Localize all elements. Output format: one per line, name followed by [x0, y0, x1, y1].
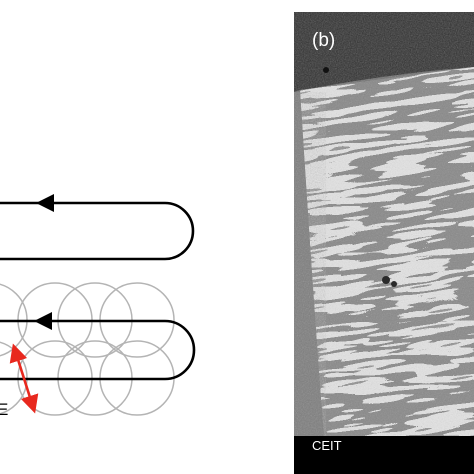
upper-direction-arrow-icon	[36, 194, 54, 212]
lower-scan-path	[0, 319, 196, 381]
panel-label: (b)	[312, 30, 336, 51]
spacing-double-arrow-icon	[9, 343, 39, 414]
lower-direction-arrow-icon	[34, 312, 52, 330]
footer-text: CEIT	[312, 438, 342, 453]
scan-path-diagram	[0, 194, 196, 416]
side-label: E	[0, 400, 9, 419]
spot-circles	[0, 282, 175, 416]
upper-scan-path	[0, 201, 195, 261]
micrograph-image	[294, 12, 474, 474]
footer-bar	[294, 436, 474, 474]
